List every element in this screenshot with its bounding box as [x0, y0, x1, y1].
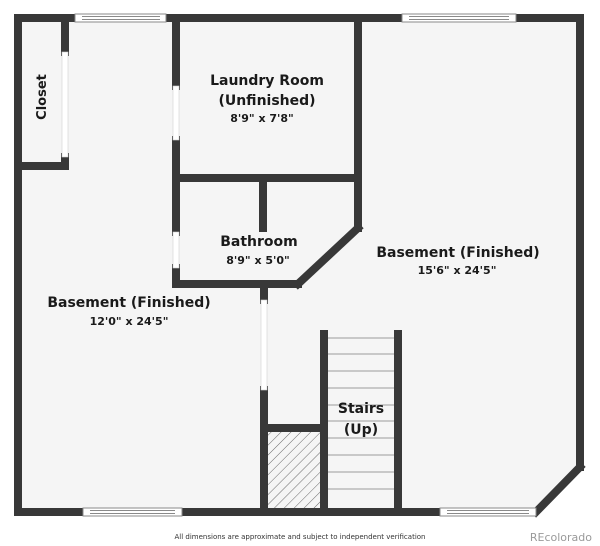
- room-label-laundry-line2: (Unfinished): [218, 93, 315, 109]
- room-dimensions-basement-right: 15'6" x 24'5": [418, 264, 497, 277]
- door-openings: [61, 51, 268, 391]
- room-label-basement-left: Basement (Finished): [47, 295, 210, 311]
- windows: [74, 13, 537, 517]
- room-label-closet: Closet: [35, 74, 50, 120]
- room-dimensions-laundry: 8'9" x 7'8": [230, 112, 294, 125]
- room-label-basement-right: Basement (Finished): [376, 245, 539, 261]
- door-closet: [61, 51, 69, 158]
- door-laundry: [172, 85, 180, 141]
- window-top-right: [401, 13, 517, 23]
- stair-treads: [328, 337, 394, 490]
- interior-walls: [14, 14, 402, 516]
- hatched-storage-area: [268, 432, 320, 508]
- window-bottom-right: [439, 507, 537, 517]
- window-top-left: [74, 13, 167, 23]
- room-dimensions-bathroom: 8'9" x 5'0": [226, 254, 290, 267]
- room-dimensions-basement-left: 12'0" x 24'5": [90, 315, 169, 328]
- brand-watermark: REcolorado: [529, 531, 592, 544]
- room-label-stairs-line2: (Up): [344, 422, 378, 438]
- window-bottom-left: [82, 507, 183, 517]
- disclaimer-text: All dimensions are approximate and subje…: [174, 533, 426, 541]
- door-basement-divider: [260, 299, 268, 391]
- floor-area: [18, 18, 580, 512]
- room-label-laundry: Laundry Room: [210, 73, 324, 89]
- door-bathroom: [172, 231, 180, 269]
- room-label-bathroom: Bathroom: [220, 234, 298, 250]
- room-label-stairs: Stairs: [338, 401, 384, 417]
